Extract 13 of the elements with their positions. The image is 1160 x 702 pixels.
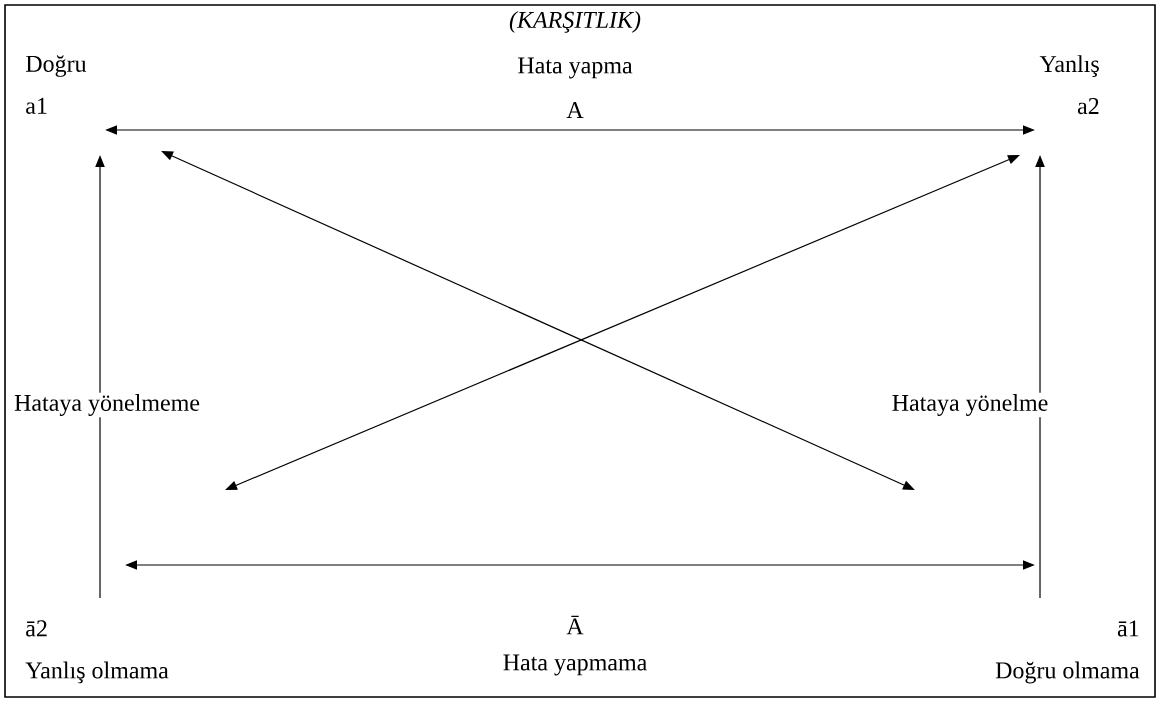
corner-label: ā2 Yanlış olmama [25,620,169,684]
corner-label: Doğru a1 [25,55,87,114]
corner-label: ā1 Doğru olmama [995,620,1140,684]
arrow [161,151,915,490]
text-label: (KARŞITLIK) [509,11,641,33]
text-label: Hata yapma [518,57,633,79]
edge-label: Hataya yönelmeme [12,392,202,418]
text-label: A [566,102,584,118]
edge-label: Hataya yönelme [890,392,1050,418]
text-label: Hata yapmama [503,654,647,676]
corner-label: Yanlış a2 [1039,55,1099,115]
arrow [225,155,1020,490]
text-label: Ā [566,615,584,635]
